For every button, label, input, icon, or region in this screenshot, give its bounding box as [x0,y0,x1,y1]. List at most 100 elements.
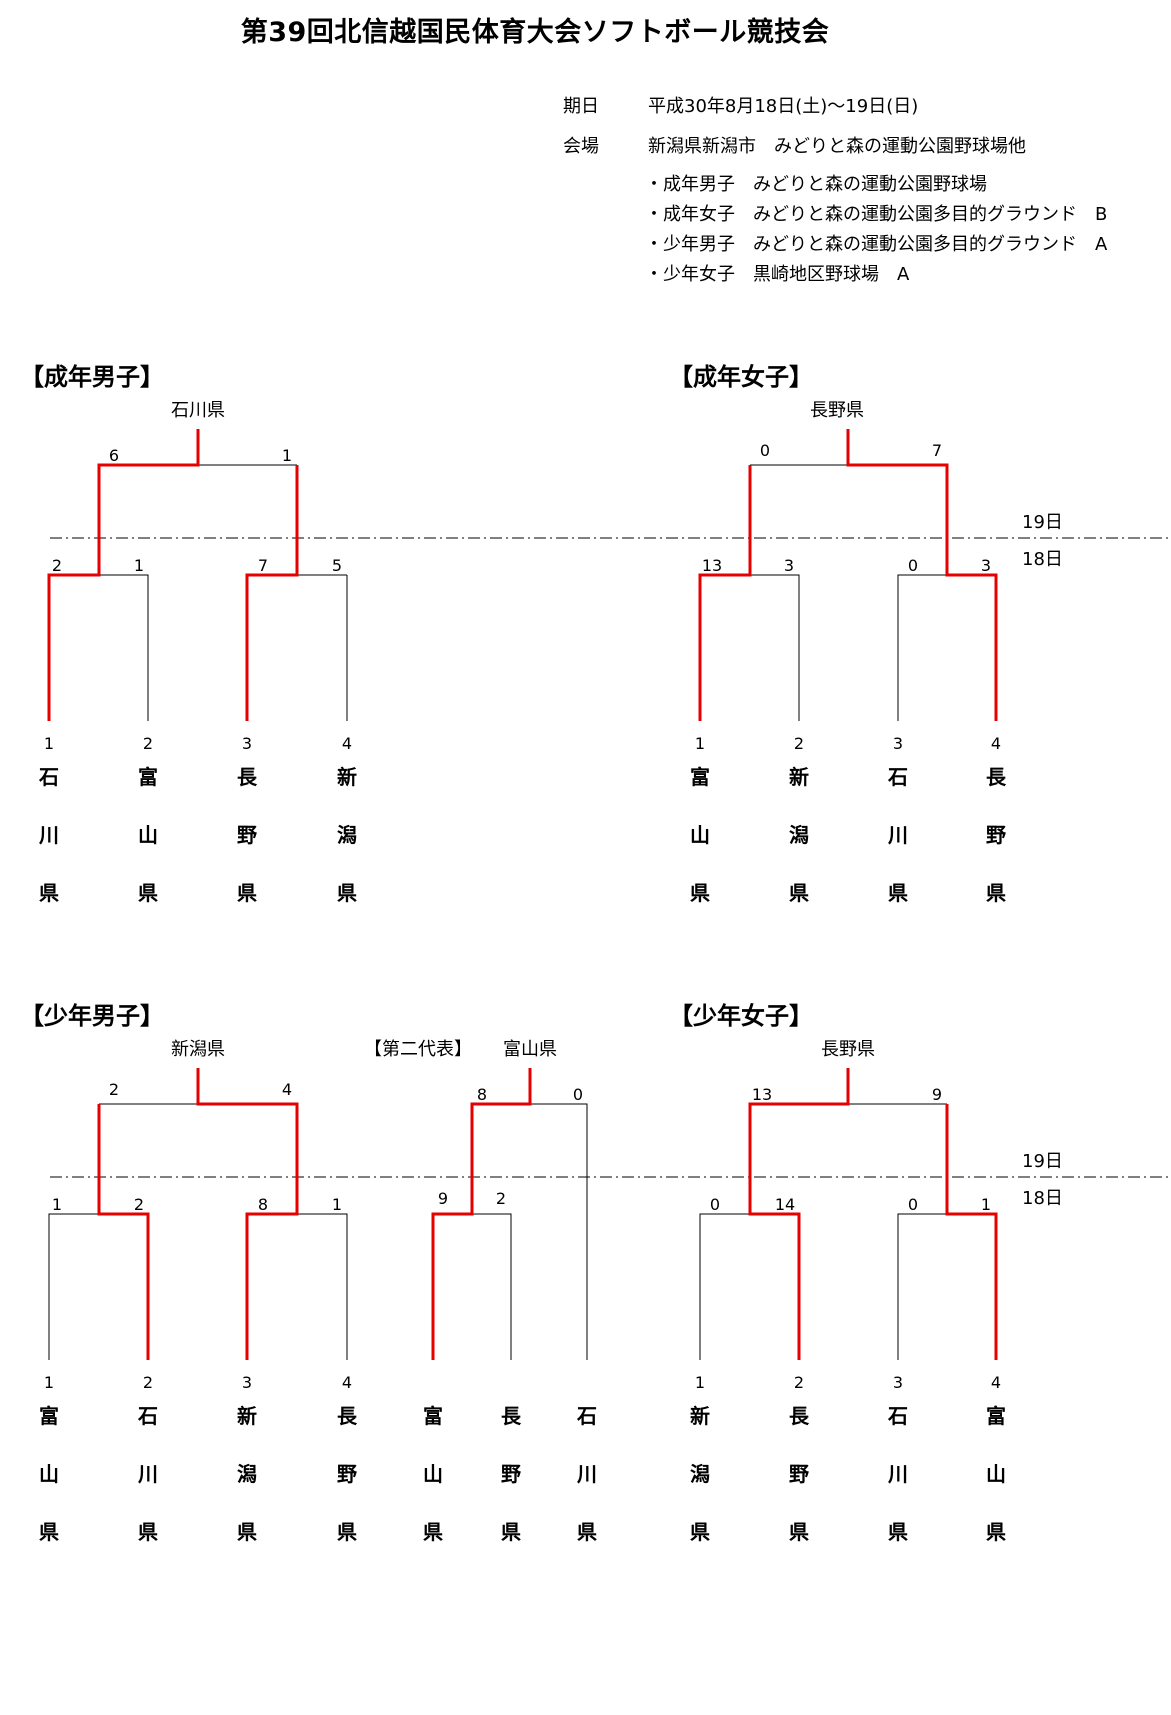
team-char: 長 [501,1404,522,1428]
team-char: 野 [237,823,257,847]
seed-number: 2 [143,734,153,753]
team-char: 石 [887,765,908,789]
team-char: 富 [690,765,710,789]
team-char: 山 [39,1462,59,1486]
winner-path [698,429,998,721]
venue-label: 会場 [563,136,599,157]
team-char: 富 [423,1404,443,1428]
winner-path [47,429,299,721]
bracket-boys-second: 【第二代表】 富山県 8 0 9 2 富 山 県 長 野 県 石 川 県 [364,1039,597,1544]
seed-number: 2 [143,1373,153,1392]
seed-number: 1 [695,734,705,753]
team-char: 県 [986,1520,1006,1544]
bracket-lines [472,1103,588,1360]
team-char: 県 [237,1520,257,1544]
seed-number: 4 [342,734,352,753]
team-char: 新 [337,765,357,789]
final-score: 6 [109,446,119,465]
day-label-19-bottom: 19日 [1022,1151,1063,1172]
team-char: 川 [576,1462,597,1486]
semi-score: 3 [981,556,991,575]
team-char: 石 [38,765,59,789]
day-label-19-top: 19日 [1022,512,1063,533]
venue-item-boys: ・少年男子 みどりと森の運動公園多目的グラウンド A [645,234,1108,255]
team-char: 川 [38,823,59,847]
team-char: 長 [789,1404,810,1428]
team-char: 県 [789,1520,809,1544]
champion: 長野県 [810,400,864,421]
team-char: 山 [423,1462,443,1486]
date-label: 期日 [563,96,599,117]
team-char: 富 [39,1404,59,1428]
team-char: 県 [39,1520,59,1544]
team-char: 県 [888,1520,908,1544]
heading-adult-women: 【成年女子】 [669,363,813,391]
team-char: 新 [237,1404,257,1428]
team-char: 長 [986,765,1007,789]
semi-score: 0 [908,556,918,575]
champion: 石川県 [171,400,225,421]
team-char: 野 [986,823,1006,847]
second-rep-label: 【第二代表】 [364,1039,472,1060]
semi-score: 1 [981,1195,991,1214]
venue-value: 新潟県新潟市 みどりと森の運動公園野球場他 [648,136,1026,157]
semi-score: 7 [258,556,268,575]
team-char: 県 [138,1520,158,1544]
seed-number: 1 [695,1373,705,1392]
team-char: 潟 [789,823,809,847]
bracket-lines [99,464,348,721]
team-char: 県 [690,1520,710,1544]
team-char: 川 [137,1462,158,1486]
final-score: 4 [282,1080,292,1099]
heading-adult-men: 【成年男子】 [20,363,164,391]
semi-score: 5 [332,556,342,575]
semi-score: 0 [710,1195,720,1214]
final-score: 13 [752,1085,772,1104]
winner-path [431,1068,532,1360]
team-char: 県 [888,881,908,905]
team-char: 県 [577,1520,597,1544]
team-char: 県 [138,881,158,905]
venue-item-adult-women: ・成年女子 みどりと森の運動公園多目的グラウンド B [645,204,1108,225]
semi-score: 1 [52,1195,62,1214]
bracket-lines [750,464,947,721]
day-label-18-top: 18日 [1022,549,1063,570]
seed-number: 4 [991,1373,1001,1392]
seed-number: 3 [893,734,903,753]
team-char: 石 [887,1404,908,1428]
semi-score: 14 [775,1195,795,1214]
venue-item-girls: ・少年女子 黒崎地区野球場 A [645,264,910,285]
date-value: 平成30年8月18日(土)〜19日(日) [648,96,919,117]
team-char: 山 [690,823,710,847]
team-char: 野 [501,1462,521,1486]
semi-score: 2 [496,1189,506,1208]
team-char: 県 [423,1520,443,1544]
team-char: 富 [138,765,158,789]
team-char: 潟 [237,1462,257,1486]
team-char: 石 [576,1404,597,1428]
seed-number: 4 [342,1373,352,1392]
venue-item-adult-men: ・成年男子 みどりと森の運動公園野球場 [645,174,987,195]
champion: 長野県 [821,1039,875,1060]
team-char: 富 [986,1404,1006,1428]
champion: 新潟県 [171,1039,225,1060]
team-char: 県 [39,881,59,905]
seed-number: 2 [794,1373,804,1392]
seed-number: 3 [893,1373,903,1392]
team-char: 県 [237,881,257,905]
team-char: 潟 [337,823,357,847]
team-char: 新 [690,1404,710,1428]
team-char: 川 [887,823,908,847]
seed-number: 1 [44,734,54,753]
winner-path [748,1068,998,1360]
semi-score: 8 [258,1195,268,1214]
team-char: 県 [501,1520,521,1544]
team-char: 川 [887,1462,908,1486]
team-char: 県 [337,1520,357,1544]
final-score: 1 [282,446,292,465]
team-char: 山 [138,823,158,847]
heading-girls: 【少年女子】 [669,1002,813,1030]
team-char: 潟 [690,1462,710,1486]
